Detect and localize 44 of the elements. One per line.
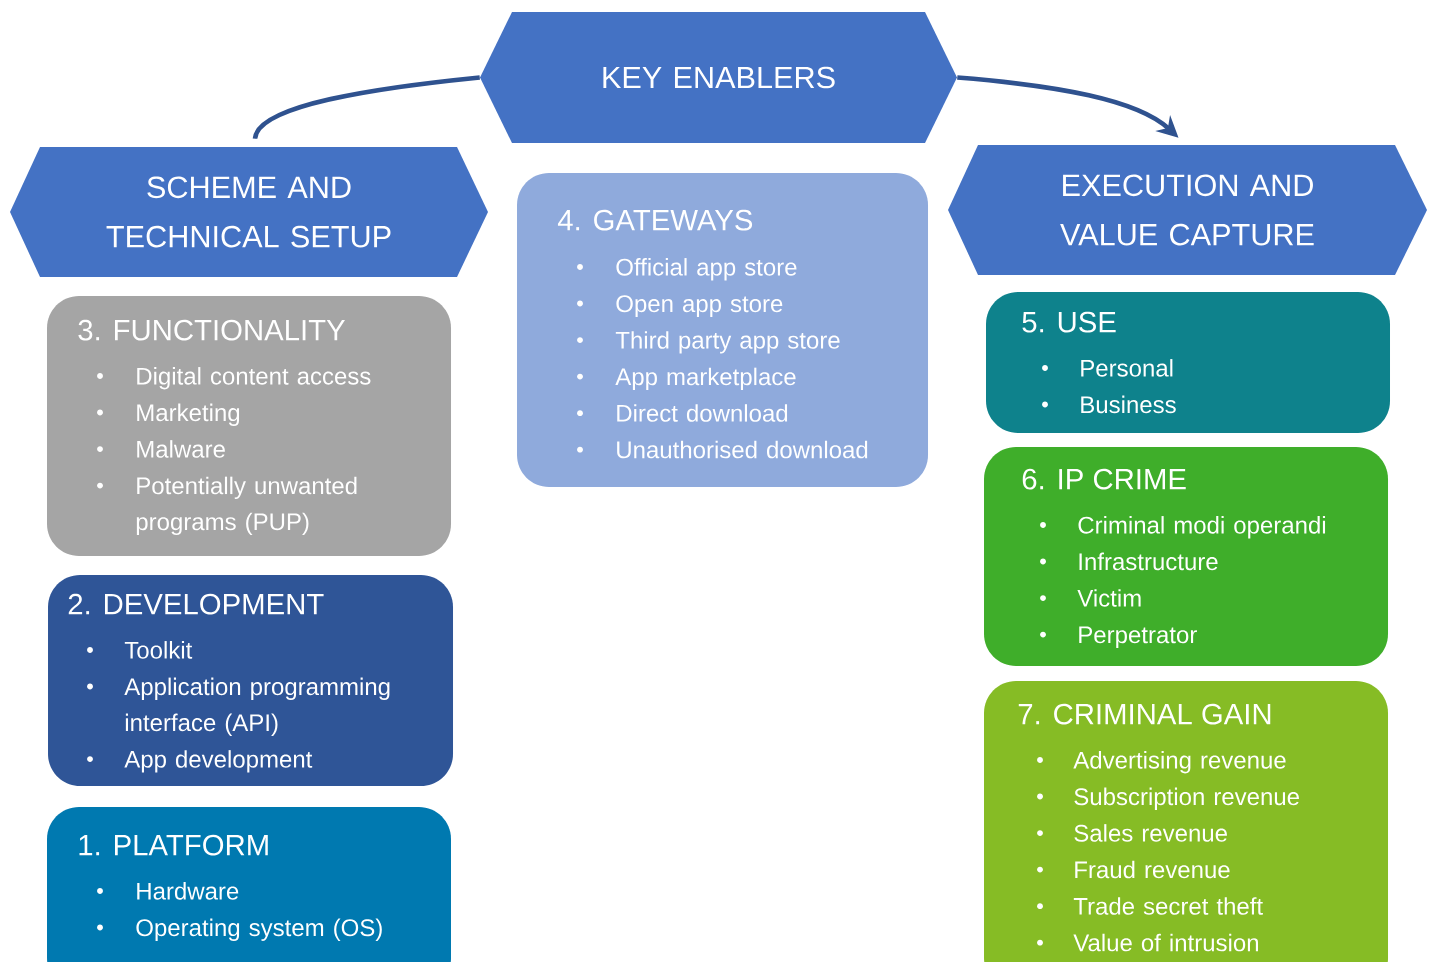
- section-heading: 4. GATEWAYS: [557, 209, 753, 231]
- bullet-item: Open app store: [577, 295, 783, 317]
- bullet-item: Application programming interface (API): [87, 677, 390, 736]
- bullet-item: Malware: [97, 440, 225, 458]
- bullet-item: Toolkit: [87, 641, 193, 659]
- section-heading: 5. USE: [1022, 311, 1116, 333]
- section-heading: 3. FUNCTIONALITY: [78, 319, 345, 341]
- bullet-item: Potentially unwanted programs (PUP): [97, 476, 357, 536]
- bullet-item: Trade secret theft: [1037, 897, 1263, 915]
- bullet-item: Direct download: [577, 404, 788, 422]
- bullet-item: Unauthorised download: [577, 440, 868, 459]
- rounded-box: [47, 807, 451, 962]
- bullet-item: Marketing: [97, 403, 240, 426]
- rounded-box: [517, 173, 928, 487]
- bullet-item: Fraud revenue: [1037, 860, 1230, 879]
- bullet-item: App marketplace: [577, 367, 796, 391]
- hexagon-banner: KEY ENABLERS: [480, 12, 957, 143]
- bullet-item: Victim: [1040, 589, 1141, 607]
- bullet-item: Personal: [1042, 359, 1173, 377]
- rounded-box: [47, 296, 451, 556]
- bullet-item: Business: [1042, 395, 1176, 414]
- section-heading: 1. PLATFORM: [79, 834, 268, 856]
- rounded-box: [48, 575, 453, 786]
- rounded-box: [984, 447, 1388, 666]
- bullet-item: Subscription revenue: [1037, 787, 1299, 810]
- bullet-item: App development: [87, 750, 313, 773]
- rounded-box: [986, 292, 1390, 433]
- section-heading: 6. IP CRIME: [1022, 468, 1186, 490]
- bullet-item: Infrastructure: [1040, 552, 1218, 571]
- bullet-item: Value of intrusion: [1037, 933, 1258, 952]
- bullet-item: Advertising revenue: [1037, 751, 1286, 774]
- bullet-item: Hardware: [97, 882, 239, 900]
- hexagon-banner: SCHEME AND TECHNICAL SETUP: [10, 147, 488, 277]
- hexagon-banner: EXECUTION AND VALUE CAPTURE: [948, 145, 1427, 275]
- bullet-item: Third party app store: [577, 331, 840, 354]
- rounded-box: [984, 681, 1388, 962]
- bullet-item: Official app store: [577, 258, 797, 281]
- bullet-item: Sales revenue: [1037, 824, 1227, 842]
- bullet-item: Digital content access: [97, 367, 371, 390]
- section-heading: 2. DEVELOPMENT: [68, 593, 324, 615]
- section-heading: 7. CRIMINAL GAIN: [1018, 703, 1271, 725]
- bullet-item: Criminal modi operandi: [1040, 516, 1326, 539]
- bullet-item: Perpetrator: [1040, 626, 1197, 649]
- bullet-item: Operating system (OS): [97, 918, 382, 941]
